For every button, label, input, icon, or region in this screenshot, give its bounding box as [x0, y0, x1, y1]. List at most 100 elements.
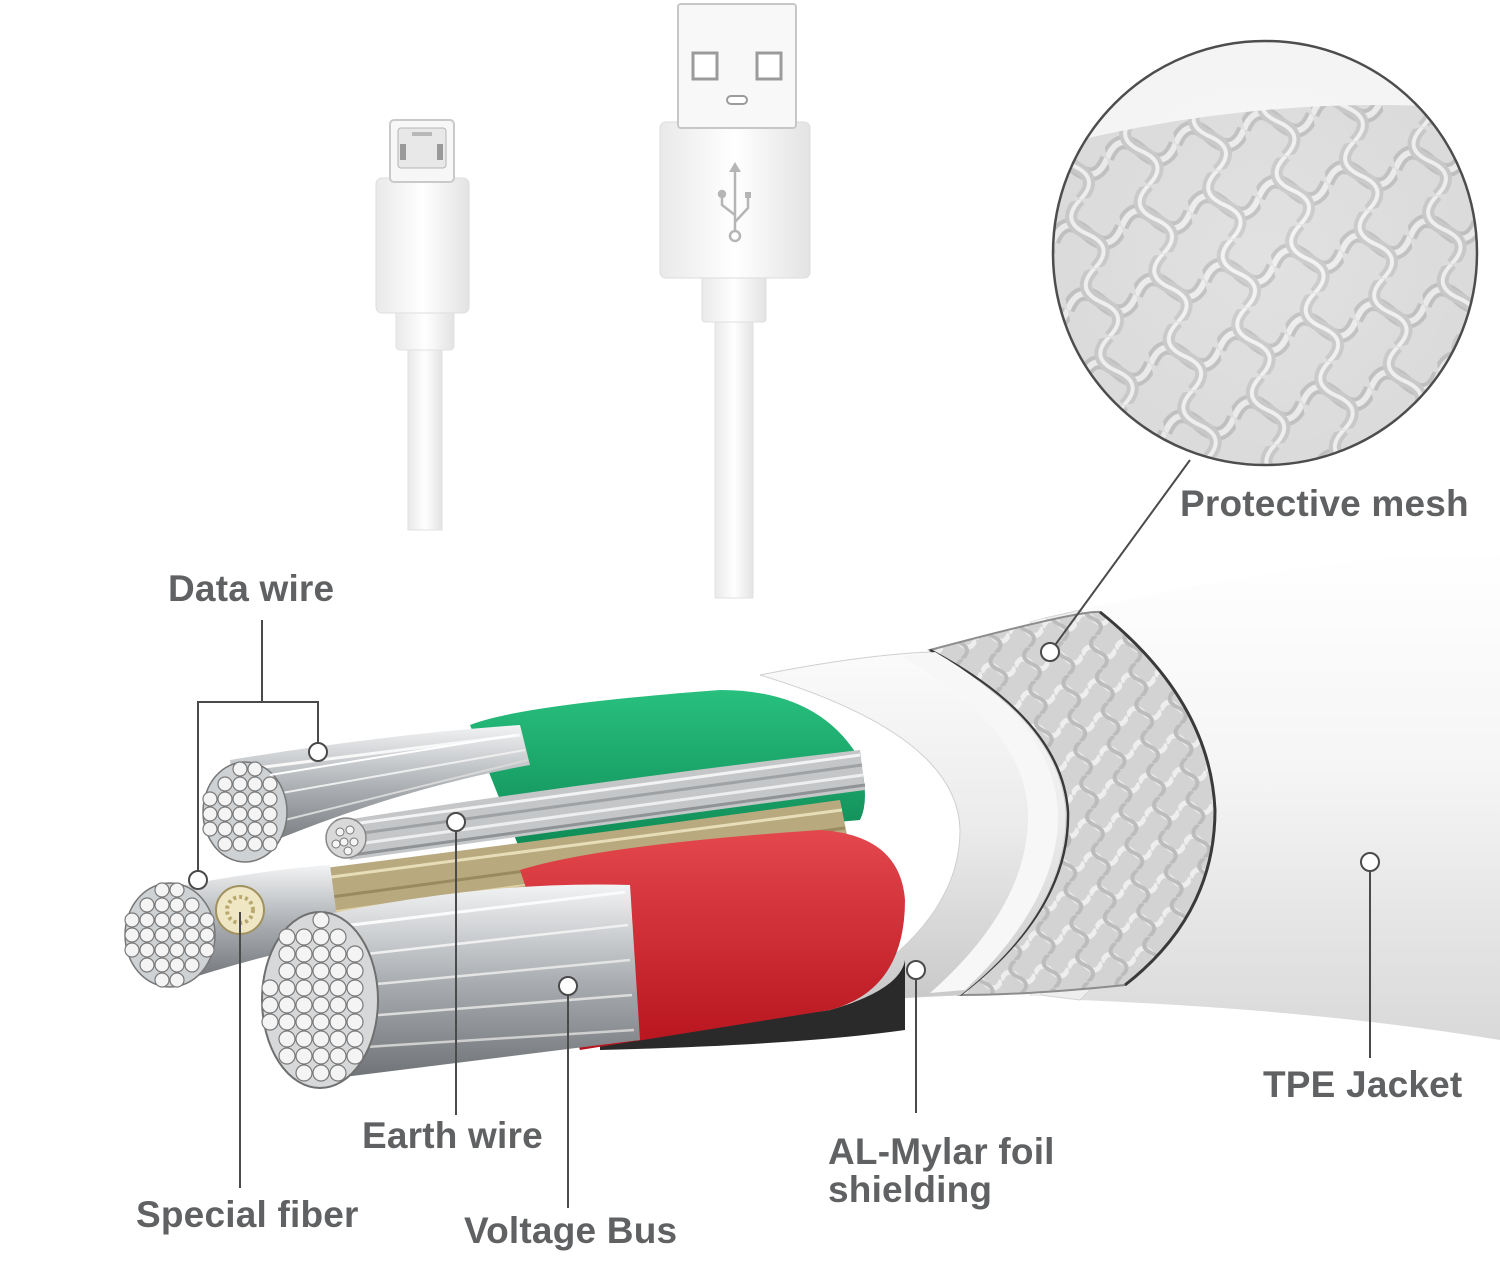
leader-lines: [197, 459, 1371, 1208]
strand-end: [262, 836, 278, 852]
strand-end: [312, 979, 330, 997]
strand-end: [312, 1047, 330, 1065]
strand-end: [261, 979, 279, 997]
strand-end: [154, 897, 170, 913]
strand-end: [346, 962, 364, 980]
callout-dot-earth: [446, 812, 466, 832]
strand-end: [278, 996, 296, 1014]
strand-end: [184, 942, 200, 958]
label-tpe-jacket: TPE Jacket: [1263, 1064, 1463, 1105]
strand-end: [262, 821, 278, 837]
strand-end: [262, 791, 278, 807]
strand-end: [278, 1047, 296, 1065]
strand-end: [232, 791, 248, 807]
callout-dot-voltage: [558, 976, 578, 996]
strand-end: [139, 957, 155, 973]
strand-end: [139, 927, 155, 943]
callout-dot-tpe: [1360, 852, 1380, 872]
strand-end: [169, 942, 185, 958]
strand-end: [217, 836, 233, 852]
strand-end: [278, 962, 296, 980]
strand-end: [278, 928, 296, 946]
label-voltage-bus: Voltage Bus: [464, 1210, 678, 1251]
strand-end: [312, 996, 330, 1014]
strand-end: [312, 1064, 330, 1082]
strand-end: [295, 979, 313, 997]
strand-end: [278, 1030, 296, 1048]
strand-end: [295, 1064, 313, 1082]
strand-end: [247, 761, 263, 777]
strand-end: [154, 957, 170, 973]
label-special-fiber: Special fiber: [136, 1194, 359, 1235]
mesh-magnifier: [1051, 39, 1479, 467]
strand-end: [312, 911, 330, 929]
strand-end: [169, 927, 185, 943]
strand-end: [217, 821, 233, 837]
strand-end: [169, 912, 185, 928]
strand-end: [261, 996, 279, 1014]
strand-end: [217, 806, 233, 822]
strand-end: [247, 836, 263, 852]
callout-dot-data-wire-2: [188, 870, 208, 890]
strand-end: [261, 1013, 279, 1031]
strand-end: [312, 1030, 330, 1048]
strand-end: [295, 1047, 313, 1065]
strand-end: [278, 1013, 296, 1031]
strand-end: [346, 1013, 364, 1031]
strand-end: [329, 996, 347, 1014]
strand-end: [262, 806, 278, 822]
strand-end: [329, 962, 347, 980]
strand-end: [139, 912, 155, 928]
strand-end: [329, 979, 347, 997]
strand-end: [202, 821, 218, 837]
strand-end: [139, 897, 155, 913]
strand-end: [295, 962, 313, 980]
earth-wire-bundle: [325, 750, 866, 860]
strand-end: [169, 882, 185, 898]
strand-end: [199, 927, 215, 943]
strand-end: [346, 945, 364, 963]
strand-end: [295, 1013, 313, 1031]
strand-end: [232, 836, 248, 852]
callout-dot-foil: [906, 960, 926, 980]
label-data-wire: Data wire: [168, 568, 335, 609]
strand-end: [262, 776, 278, 792]
strand-end: [295, 996, 313, 1014]
label-earth-wire: Earth wire: [362, 1115, 543, 1156]
strand-end: [329, 1064, 347, 1082]
strand-end: [247, 806, 263, 822]
strand-end: [124, 912, 140, 928]
callout-dot-mesh: [1040, 642, 1060, 662]
strand-end: [169, 972, 185, 988]
strand-end: [154, 972, 170, 988]
strand-end: [217, 791, 233, 807]
strand-end: [312, 962, 330, 980]
strand-end: [232, 821, 248, 837]
strand-end: [154, 927, 170, 943]
strand-end: [169, 897, 185, 913]
strand-end: [329, 1047, 347, 1065]
strand-end: [124, 927, 140, 943]
callout-dots: [188, 642, 1380, 996]
strand-end: [247, 791, 263, 807]
strand-end: [202, 791, 218, 807]
label-al-mylar-line1: AL-Mylar foil: [828, 1131, 1055, 1172]
strand-end: [184, 957, 200, 973]
usb-a-plug: [659, 3, 811, 599]
strand-end: [346, 979, 364, 997]
strand-end: [346, 1030, 364, 1048]
strand-end: [199, 942, 215, 958]
strand-end: [278, 979, 296, 997]
strand-end: [247, 821, 263, 837]
strand-end: [232, 761, 248, 777]
strand-end: [295, 928, 313, 946]
strand-end: [346, 996, 364, 1014]
strand-end: [346, 1047, 364, 1065]
strand-end: [232, 776, 248, 792]
cable-cross-section: [124, 548, 1500, 1089]
strand-end: [169, 957, 185, 973]
strand-end: [329, 1030, 347, 1048]
strand-ends: [124, 761, 364, 1082]
strand-end: [154, 882, 170, 898]
